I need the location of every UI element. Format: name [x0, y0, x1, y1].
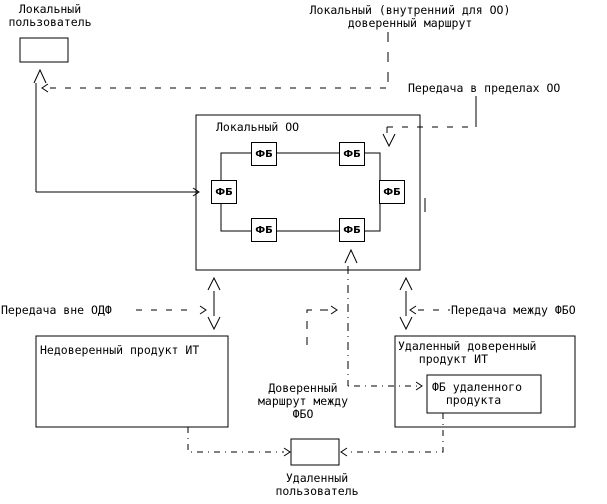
arrow-left-remote-user [340, 447, 348, 457]
remote-fb-box [426, 374, 542, 414]
local-toe-label: Локальный ОО [216, 120, 300, 134]
arrow-down-fb [382, 133, 396, 148]
arrow-left-local-user [41, 83, 49, 93]
transfer-between-tsf-label: Передача между ФБО [451, 303, 576, 317]
untrusted-product-label: Недоверенный продукт ИТ [40, 343, 200, 357]
remote-user-label: Удаленный пользователь [275, 471, 359, 498]
transfer-outside-tsf-label: Передача вне ОДФ [1, 303, 112, 317]
fb-ring-top [220, 152, 381, 180]
arrow-up-outside [207, 276, 221, 291]
fb-block-top-left: ФБ [251, 142, 277, 166]
arrow-right-outside [199, 305, 207, 315]
arrow-right-toe [192, 187, 200, 197]
remote-user-box [290, 438, 340, 466]
fb-block-right: ФБ [379, 180, 405, 204]
untrusted-product-box [35, 335, 229, 428]
fb-block-bottom-right: ФБ [339, 218, 365, 242]
remote-trusted-product-label: Удаленный доверенный продукт ИТ [398, 339, 537, 366]
untrusted-to-remote-user [187, 427, 284, 453]
arrow-left-between [409, 305, 417, 315]
remote-trusted-box [394, 335, 576, 428]
fb-block-bottom-left: ФБ [251, 218, 277, 242]
arrow-right-remote-user [283, 447, 291, 457]
local-user-box [19, 37, 69, 63]
arrow-right-route [330, 305, 338, 315]
local-trusted-route-label: Локальный (внутренний для ОО) доверенный… [309, 3, 511, 30]
arrow-up-fb [344, 248, 358, 264]
fb-block-left: ФБ [211, 180, 237, 204]
fb-block-top-right: ФБ [339, 142, 365, 166]
local-toe-box [195, 114, 421, 271]
transfer-within-toe-label: Передача в пределах ОО [408, 81, 561, 95]
arrow-up-between [399, 276, 413, 291]
arrow-up-local-user [33, 68, 47, 84]
arrow-down-between [399, 316, 413, 331]
arrow-down-outside [207, 316, 221, 331]
local-user-label: Локальный пользователь [8, 2, 92, 29]
remote-product-fb-label: ФБ удаленного продукта [432, 380, 523, 407]
remote-fb-to-remote-user [346, 413, 444, 453]
arrow-right-remote-fb [415, 381, 423, 391]
route-label-bracket [306, 309, 330, 345]
trusted-route-between-tsf-label: Доверенный маршрут между ФБО [257, 381, 348, 421]
fb-ring-bottom [220, 204, 381, 232]
